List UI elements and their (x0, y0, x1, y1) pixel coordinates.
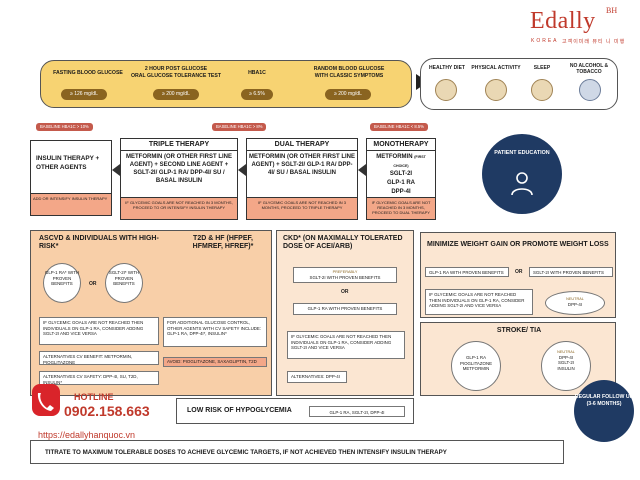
avoid-note: Avoid: Pioglitazone, Saxagliptin, T2D (163, 357, 267, 367)
mono-drug: Metformin (376, 154, 413, 160)
ckd-section: CKD* (on maximally tolerated dose of ACE… (276, 230, 414, 396)
hotline-label: HOTLINE (74, 392, 114, 402)
criteria-label: Random Blood Glucose With Classic Sympto… (313, 66, 385, 79)
weight-glp1: GLP-1 RA with proven benefits (425, 267, 509, 277)
lifestyle-box: Healthy Diet Physical Activity Sleep No … (420, 58, 618, 110)
diagnosis-criteria-box: Fasting Blood Glucose ≥ 126 mg/dL 2 Hour… (40, 60, 412, 108)
dual-therapy-note: If glycemic goals are not reached in 3 m… (247, 197, 357, 219)
mono-drug: SGLT-2i (389, 171, 413, 178)
lifestyle-label: Sleep (533, 65, 551, 71)
arrow-left-icon (358, 164, 366, 176)
weight-title: Minimize weight gain or promote weight l… (427, 241, 609, 248)
baseline-tag: Baseline HbA1c > 10% (36, 123, 93, 131)
ascvd-section: ASCVD & Individuals with high-risk* T2D … (30, 230, 272, 396)
weight-sglt2: SGLT-2i with proven benefits (529, 267, 613, 277)
dual-therapy-title: Dual therapy (247, 139, 357, 151)
weight-note: If glycemic goals are not reached then i… (425, 289, 533, 315)
criteria-label: Fasting Blood Glucose (53, 70, 123, 76)
follow-up-circle: Regular Follow up (3-6 months) (574, 380, 634, 442)
stroke-title: Stroke/ TIA (496, 327, 542, 334)
insulin-therapy-note: Add or intensify insulin therapy (31, 193, 111, 215)
hf-note: For additional glucose control, other ag… (163, 317, 267, 347)
monotherapy-note: If glycemic goals are not reached in 3 m… (367, 197, 435, 219)
patient-icon (511, 172, 533, 196)
ckd-note: If glycemic goals are not reached then i… (287, 331, 405, 359)
alt-benefit-note: Alternatives CV benefit: Metformin, Piog… (39, 351, 159, 365)
ckd-glp1: GLP-1 RA with proven benefits (293, 303, 397, 315)
or-label: or (515, 269, 523, 275)
weight-section: Minimize weight gain or promote weight l… (420, 232, 616, 318)
brand-logo-korea: KOREA (531, 38, 559, 44)
ckd-title: CKD* (on maximally tolerated dose of ACE… (283, 235, 403, 251)
dual-therapy-text: Metformin (or other first line agent) + … (249, 154, 355, 177)
alt-safety-note: Alternatives CV safety: DPP-4i, SU, T2D,… (39, 371, 159, 385)
stroke-left-oval: GLP-1 RA Pioglitazone Metformin (451, 341, 501, 391)
stroke-neutral: Neutral (557, 350, 575, 354)
website-link[interactable]: https://edallyhanquoc.vn (36, 430, 138, 440)
hypoglycemia-drugs: GLP-1 RA, SGLT-2i, DPP-4i (309, 406, 405, 417)
titrate-text: Titrate to maximum tolerable doses to ac… (45, 449, 447, 456)
no-alcohol-icon (579, 79, 601, 101)
mono-drug: GLP-1 RA (386, 180, 415, 187)
triple-therapy-box: Triple therapy Metformin (or other first… (120, 138, 238, 220)
weight-dpp4: DPP-4i (567, 301, 583, 307)
stroke-section: Stroke/ TIA GLP-1 RA Pioglitazone Metfor… (420, 322, 616, 396)
baseline-tag: Baseline HbA1c > 8% (212, 123, 267, 131)
triple-therapy-title: Triple therapy (121, 139, 237, 151)
ckd-sglt2: SGLT-2i with proven benefits (309, 274, 381, 280)
criteria-value: ≥ 200 mg/dL (153, 89, 199, 100)
ckd-alternatives: Alternatives: DPP-4i (287, 371, 347, 383)
insulin-therapy-box: Insulin Therapy + Other Agents Add or in… (30, 140, 112, 216)
criteria-value: ≥ 200 mg/dL (325, 89, 371, 100)
criteria-value: ≥ 126 mg/dL (61, 89, 107, 100)
monotherapy-title: Monotherapy (367, 139, 435, 151)
patient-education-label: Patient Education (494, 150, 550, 156)
hotline-number[interactable]: 0902.158.663 (64, 403, 150, 419)
ckd-preferably: Preferably (332, 270, 358, 274)
weight-neutral: Neutral (566, 297, 584, 301)
or-label: or (341, 289, 349, 295)
glp1-oval: GLP-1 RA* with proven benefits (43, 263, 81, 303)
dual-therapy-box: Dual therapy Metformin (or other first l… (246, 138, 358, 220)
arrow-left-icon (112, 164, 120, 176)
baseline-tag: Baseline HbA1c < 8.5% (370, 123, 428, 131)
arrow-left-icon (238, 164, 246, 176)
hf-title: T2D & HF (HFpEF, HFmrEF, HFrEF)* (192, 235, 254, 251)
ascvd-title: ASCVD & Individuals with high-risk* (39, 235, 159, 251)
triple-therapy-text: Metformin (or other first line agent) + … (126, 154, 232, 185)
hypoglycemia-box: Low risk of Hypoglycemia GLP-1 RA, SGLT-… (176, 398, 414, 424)
brand-logo-sup: BH (606, 6, 618, 15)
stroke-right-list: DPP-4i SGLT-2i Insulin (557, 354, 575, 371)
lifestyle-label: Physical Activity (471, 65, 521, 71)
criteria-label: HbA1c (248, 70, 266, 76)
phone-icon[interactable] (32, 384, 60, 416)
triple-therapy-note: If glycemic goals are not reached in 3 m… (121, 197, 237, 219)
lifestyle-label: Healthy Diet (429, 65, 465, 71)
sglt2-oval: SGLT-2i* with proven benefits (105, 263, 143, 303)
mono-drug: DPP-4i (391, 188, 411, 195)
sleep-icon (531, 79, 553, 101)
insulin-therapy-text: Insulin Therapy + Other Agents (36, 155, 100, 171)
hypoglycemia-label: Low risk of Hypoglycemia (187, 407, 292, 414)
titrate-box: Titrate to maximum tolerable doses to ac… (30, 440, 564, 464)
patient-education-circle: Patient Education (482, 134, 562, 214)
brand-logo: Edally (530, 8, 596, 34)
or-label: or (89, 281, 97, 287)
brand-logo-tagline: 고객이미래 뷰티 니 미행 (562, 39, 626, 45)
criteria-value: ≥ 6.5% (241, 89, 273, 100)
lifestyle-label: No Alcohol & Tobacco (569, 63, 609, 75)
ascvd-note: If glycemic goals are not reached then i… (39, 317, 159, 345)
activity-icon (485, 79, 507, 101)
diet-icon (435, 79, 457, 101)
criteria-label: 2 Hour Post Glucose Oral Glucose Toleran… (130, 66, 222, 79)
mono-first-choice: (First Choice) (393, 155, 426, 168)
monotherapy-box: Monotherapy Metformin (First Choice) SGL… (366, 138, 436, 220)
